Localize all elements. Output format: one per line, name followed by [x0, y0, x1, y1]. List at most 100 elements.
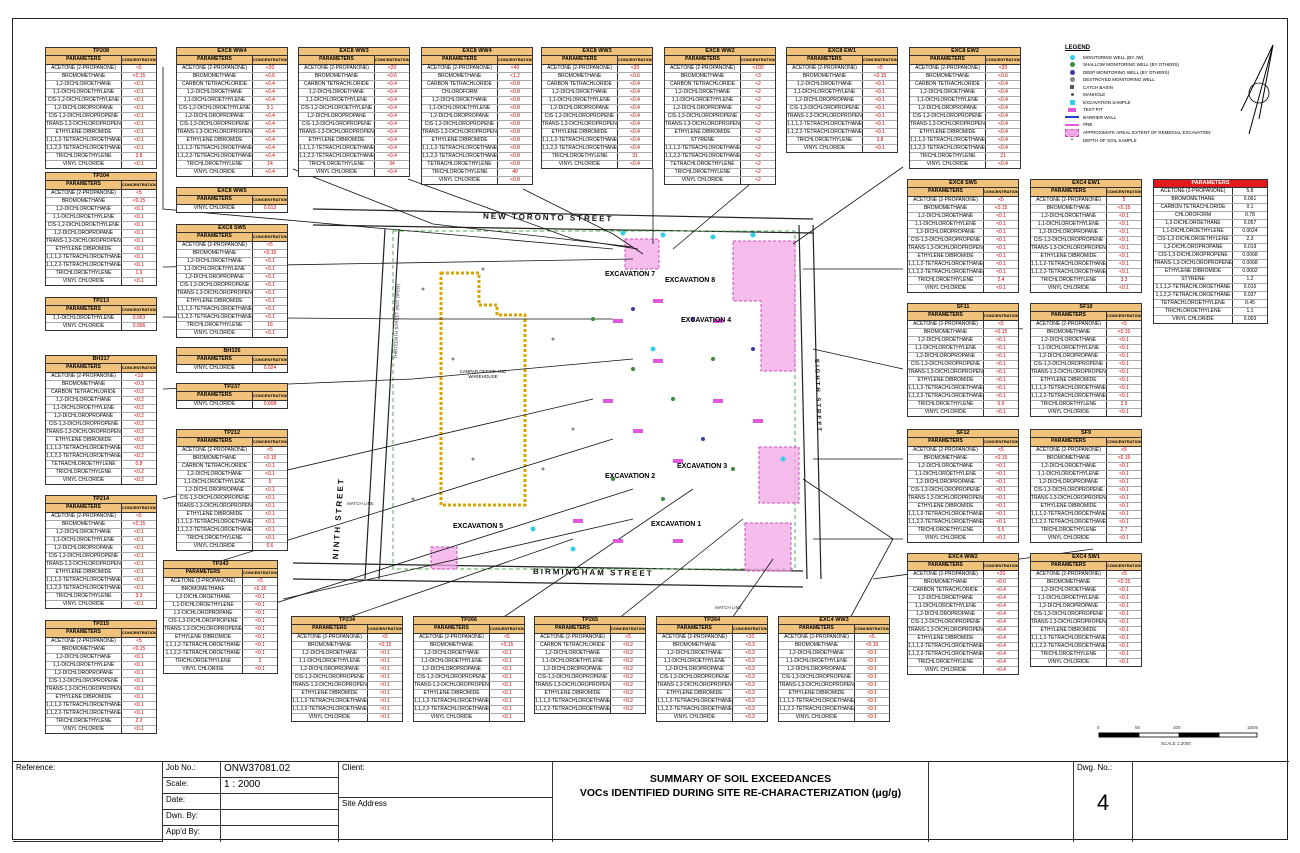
- value-cell: <100: [752, 65, 764, 71]
- value-cell: <0.1: [1119, 213, 1129, 219]
- parameter-cell: 1,2-DICHLOROPROPANE: [46, 545, 122, 552]
- value-cell: <0.1: [875, 97, 885, 103]
- value-cell: <0.1: [1119, 519, 1129, 525]
- parameter-cell: 1,2-DICHLOROPROPANE: [542, 105, 618, 112]
- value-cell: <0.2: [745, 666, 755, 672]
- parameter-cell: 1,2-DICHLOROETHANE: [422, 97, 498, 104]
- table-row: 1,2-DICHLOROPROPANE<0.1: [164, 610, 277, 618]
- value-cell: <0.2: [623, 690, 633, 696]
- table-row: 1,2-DICHLOROPROPANE<0.1: [908, 479, 1018, 487]
- legend: LEGEND MONITORING WELL (BY JW)SHALLOW MO…: [1065, 45, 1211, 144]
- value-cell: <2: [755, 121, 761, 127]
- parameter-cell: CIS-1,2-DICHLOROETHYLENE: [299, 105, 375, 112]
- value-cell: <0.1: [867, 666, 877, 672]
- table-row: 1,1,1,2-TETRACHLOROETHANE<0.1: [46, 702, 156, 710]
- parameter-cell: TRANS-1,3-DICHLOROPROPENE: [46, 121, 122, 128]
- parameter-cell: BROMOMETHANE: [1031, 205, 1107, 212]
- table-row: 1,1,1,2-TETRACHLOROETHANE<0.1: [46, 254, 156, 262]
- parameter-cell: 1,2-DICHLOROETHANE: [908, 463, 984, 470]
- parameter-cell: 1,2-DICHLOROPROPANE: [164, 610, 243, 617]
- value-cell: 16: [267, 322, 273, 328]
- table-row: 1,1-DICHLOROETHYLENE<0.1: [908, 221, 1018, 229]
- table-row: VINYL CHLORIDE<0.4: [299, 169, 409, 176]
- value-cell: <0.1: [875, 113, 885, 119]
- value-cell: <5: [1121, 571, 1127, 577]
- value-cell: <0.4: [996, 595, 1006, 601]
- table-row: 1,1-DICHLOROETHYLENE<0.1: [787, 89, 897, 97]
- parameter-cell: CIS-1,3-DICHLOROPROPENE: [665, 113, 741, 120]
- parameter-cell: TRANS-1,3-DICHLOROPROPENE: [177, 290, 253, 297]
- table-row: ETHYLENE DIBROMIDE<0.4: [908, 635, 1018, 643]
- value-cell: <10: [745, 634, 755, 640]
- value-cell: <0.4: [996, 651, 1006, 657]
- parameter-cell: TRICHLOROETHYLENE: [46, 718, 122, 725]
- table-row: 1,2-DICHLOROETHANE<0.4: [908, 595, 1018, 603]
- table-row: CARBON TETRACHLORIDE<0.1: [177, 463, 287, 471]
- parameter-cell: VINYL CHLORIDE: [177, 205, 253, 212]
- value-cell: <0.1: [380, 650, 390, 656]
- street-lines: [292, 208, 822, 588]
- value-cell: <0.1: [380, 666, 390, 672]
- parameter-cell: 1,1-DICHLOROETHYLENE: [46, 315, 122, 322]
- parameter-cell: BROMOMETHANE: [908, 329, 984, 336]
- value-cell: <0.1: [996, 285, 1006, 291]
- match-line-south: MATCH LINE: [715, 605, 742, 610]
- parameter-cell: 1,2-DICHLOROETHANE: [910, 89, 986, 96]
- parameter-cell: BROMOMETHANE: [177, 455, 253, 462]
- parameter-cell: 1,2-DICHLOROETHANE: [779, 650, 855, 657]
- table-title: TP237: [177, 384, 287, 392]
- value-cell: <0.4: [630, 105, 640, 111]
- parameter-cell: VINYL CHLORIDE: [1031, 535, 1107, 542]
- table-row: 1,1-DICHLOROETHYLENE<0.1: [1031, 595, 1141, 603]
- table-row: 1,1,2,2-TETRACHLOROETHANE<0.8: [422, 153, 532, 161]
- table-row: 1,1-DICHLOROETHYLENE<0.4: [542, 97, 652, 105]
- value-cell: <0.1: [1119, 353, 1129, 359]
- table-row: 1,1,2,2-TETRACHLOROETHANE<0.1: [908, 269, 1018, 277]
- value-cell: <0.1: [996, 519, 1006, 525]
- parameter-cell: ACETONE (2-PROPANONE): [908, 571, 984, 578]
- table-row: 1,2-DICHLOROPROPANE<0.4: [177, 113, 287, 121]
- parameter-cell: BROMOMETHANE: [910, 73, 986, 80]
- value-cell: <0.1: [134, 161, 144, 167]
- parameter-cell: 1,1,1,2-TETRACHLOROETHANE: [1031, 511, 1107, 518]
- legend-symbol-icon: [1065, 99, 1079, 105]
- scale-bar: [1098, 732, 1258, 738]
- parameter-cell: 1,2-DICHLOROPROPANE: [422, 113, 498, 120]
- value-cell: <0.1: [134, 662, 144, 668]
- parameter-cell: CIS-1,2-DICHLOROETHYLENE: [46, 97, 122, 104]
- legend-symbol-icon: ▪: [1071, 136, 1073, 143]
- table-title: TP215: [46, 621, 156, 629]
- parameter-cell: TETRACHLOROETHYLENE: [422, 161, 498, 168]
- parameter-cell: 1,2-DICHLOROPROPANE: [1031, 353, 1107, 360]
- parameter-cell: 1,2-DICHLOROETHANE: [177, 89, 253, 96]
- parameter-cell: 1,1,2,2-TETRACHLOROETHANE: [1031, 519, 1107, 526]
- parameter-cell: TRANS-1,3-DICHLOROPROPENE: [908, 245, 984, 252]
- table-row: 1,2-DICHLOROPROPANE<0.1: [292, 666, 402, 674]
- scale-label-cell: Scale:: [163, 778, 221, 794]
- table-row: TRANS-1,3-DICHLOROPROPENE<0.1: [1031, 495, 1141, 503]
- table-row: 1,2-DICHLOROPROPANE<0.2: [535, 666, 645, 674]
- table-row: 1,1-DICHLOROETHYLENE<0.1: [1031, 471, 1141, 479]
- table-row: TRANS-1,3-DICHLOROPROPENE<0.4: [299, 129, 409, 137]
- value-cell: <0.1: [996, 409, 1006, 415]
- parameter-cell: ETHYLENE DIBROMIDE: [46, 246, 122, 253]
- value-cell: <0.1: [996, 385, 1006, 391]
- table-row: 1,2-DICHLOROPROPANE<0.2: [46, 413, 156, 421]
- parameter-cell: TRANS-1,3-DICHLOROPROPENE: [177, 503, 253, 510]
- parameter-cell: 1,1-DICHLOROETHYLENE: [1031, 595, 1107, 602]
- value-cell: <0.4: [996, 667, 1006, 673]
- parameter-cell: ACETONE (2-PROPANONE): [908, 447, 984, 454]
